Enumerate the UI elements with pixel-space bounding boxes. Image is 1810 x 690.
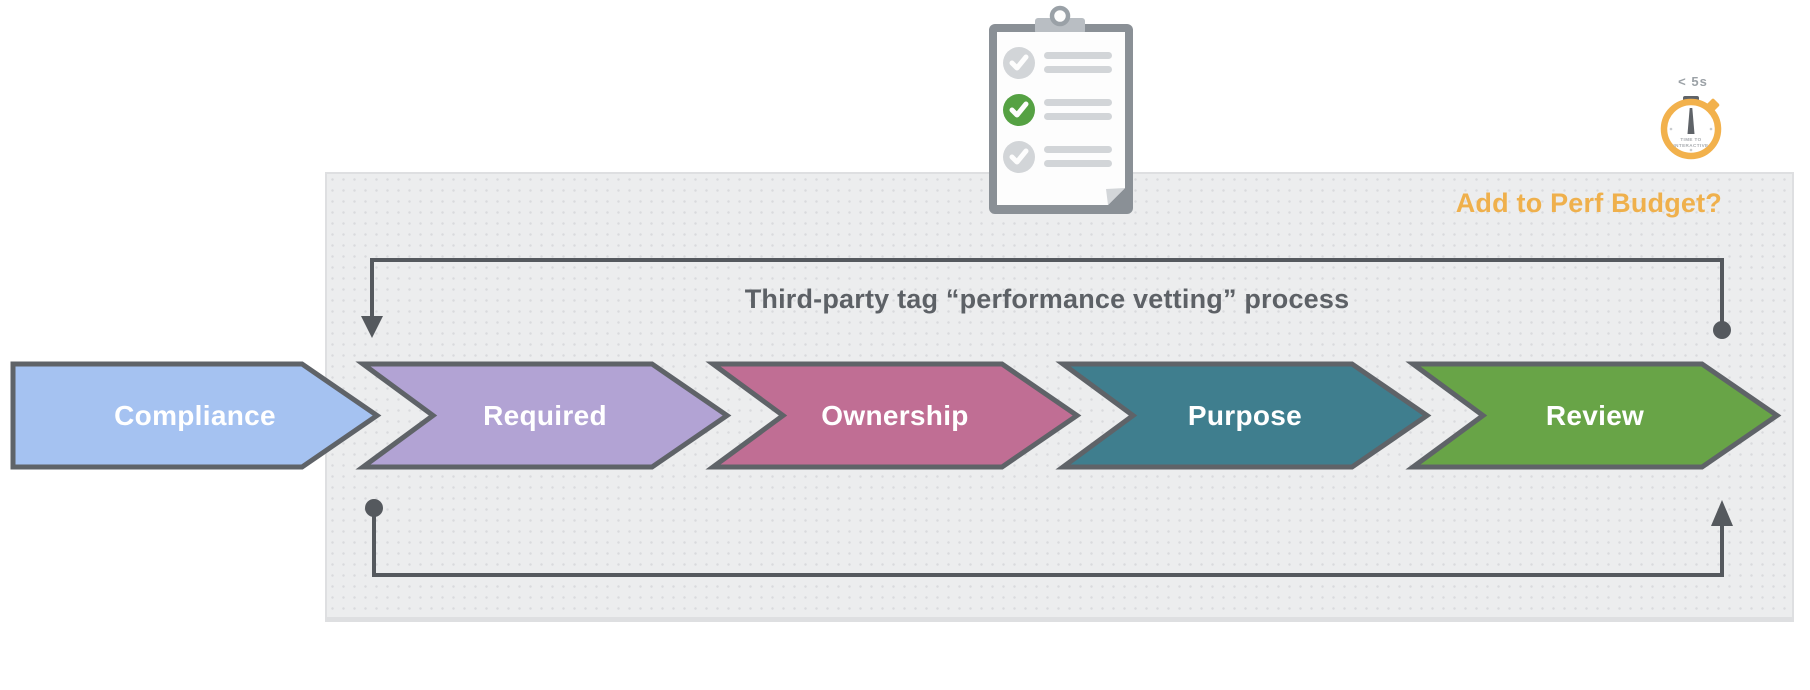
clipboard-ring <box>1049 5 1071 27</box>
tti-face-line2: INTERACTIVE <box>1673 143 1708 148</box>
top-loop-connector <box>361 258 1731 339</box>
stage-label-ownership: Ownership <box>821 400 969 431</box>
stage-label-purpose: Purpose <box>1187 400 1303 431</box>
perf-budget-question: Add to Perf Budget? <box>1455 188 1722 218</box>
stage-label-compliance: Compliance <box>114 400 276 431</box>
process-title: Third-party tag “performance vetting” pr… <box>744 284 1350 314</box>
stage-label-required: Required <box>483 400 607 431</box>
checklist-item <box>1003 47 1112 79</box>
stage-arrow-purpose <box>1055 361 1432 470</box>
checklist-item <box>1003 94 1112 126</box>
checklist-clipboard-icon <box>989 5 1133 214</box>
arrowhead-up-icon <box>1711 500 1733 526</box>
stopwatch-time-label: < 5s <box>1678 74 1708 89</box>
stage-label-review: Review <box>1545 400 1645 431</box>
bottom-loop-connector <box>365 499 1733 577</box>
stage-arrow-required <box>355 361 732 470</box>
connector-start-dot <box>365 499 383 517</box>
arrowhead-down-icon <box>361 316 383 338</box>
tti-face-line1: TIME TO <box>1680 137 1701 142</box>
stopwatch-icon: TIME TO INTERACTIVE <box>1660 96 1722 160</box>
connector-start-dot <box>1713 321 1731 339</box>
page-curl <box>1106 188 1125 205</box>
stopwatch-needle <box>1687 108 1695 134</box>
stage-arrow-review <box>1405 361 1782 470</box>
stage-arrow-compliance <box>10 361 382 470</box>
checklist-item <box>1003 141 1112 173</box>
stage-arrow-ownership <box>705 361 1082 470</box>
